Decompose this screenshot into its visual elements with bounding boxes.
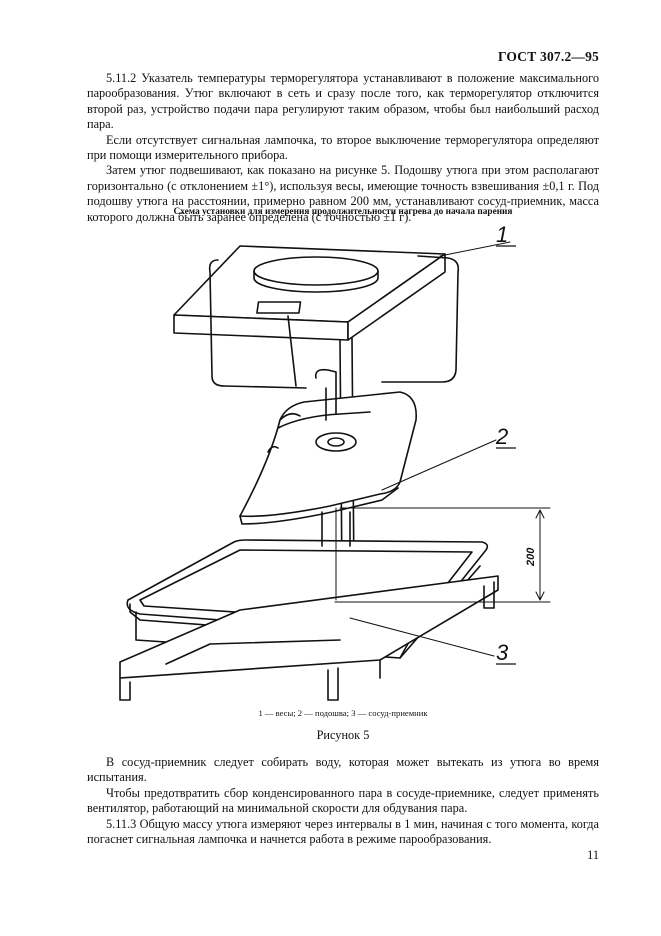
leader-line-1 xyxy=(439,241,511,257)
figure-title: Схема установки для измерения продолжите… xyxy=(173,207,513,217)
iron-drawing xyxy=(239,368,417,525)
body-text-top: 5.11.2 Указатель температуры терморегуля… xyxy=(87,71,599,225)
callout-1: 1 xyxy=(496,222,508,247)
paragraph: Затем утюг подвешивают, как показано на … xyxy=(87,163,599,224)
paragraph: 5.11.2 Указатель температуры терморегуля… xyxy=(87,71,599,132)
page-number: 11 xyxy=(587,848,599,862)
paragraph: В сосуд-приемник следует собирать воду, … xyxy=(87,755,599,785)
figure-number: Рисунок 5 xyxy=(316,728,370,742)
paragraph: Если отсутствует сигнальная лампочка, то… xyxy=(87,132,599,163)
figure-5-drawing: 1 2 3 200 xyxy=(119,222,551,701)
dimension-label: 200 xyxy=(525,547,537,567)
paragraph: 5.11.3 Общую массу утюга измеряют через … xyxy=(87,816,599,847)
callout-2: 2 xyxy=(495,424,508,449)
leader-line-2 xyxy=(381,439,497,491)
dimension-200 xyxy=(334,507,551,603)
standard-code: ГОСТ 307.2—95 xyxy=(497,49,599,64)
leader-line-3 xyxy=(349,617,495,657)
body-text-bottom: В сосуд-приемник следует собирать воду, … xyxy=(87,755,599,847)
figure-legend: 1 — весы; 2 — подошва; 3 — сосуд-приемни… xyxy=(258,708,428,718)
scale-drawing xyxy=(173,245,460,581)
paragraph: Чтобы предотвратить сбор конденсированно… xyxy=(87,785,599,816)
callout-3: 3 xyxy=(496,640,509,665)
